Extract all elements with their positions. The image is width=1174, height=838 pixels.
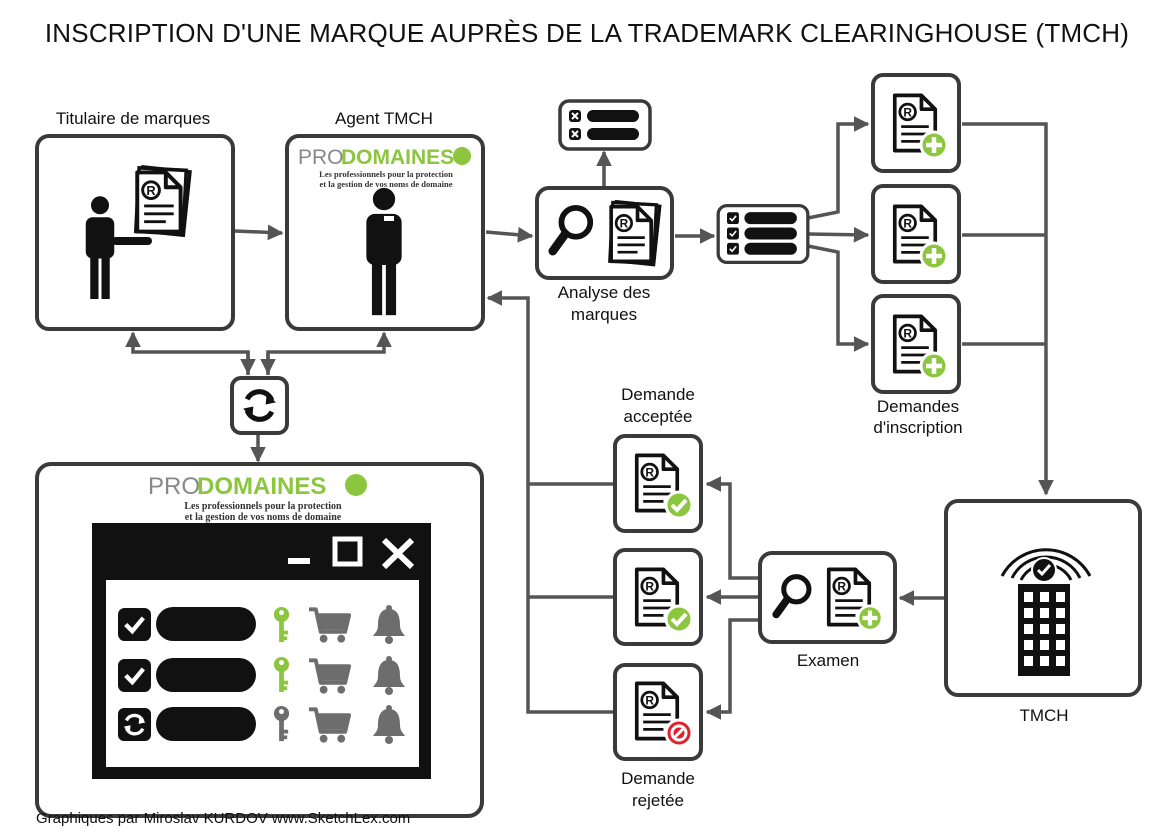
svg-text:Analyse des: Analyse des [558, 283, 651, 302]
plus-badge-icon [921, 353, 947, 379]
tmch-agent-node: Agent TMCH PRO DOMAINES Les professionne… [285, 109, 485, 331]
svg-text:marques: marques [571, 305, 637, 324]
checkbox-icon[interactable] [118, 608, 151, 641]
plus-badge-icon [921, 132, 947, 158]
svg-text:TMCH: TMCH [1019, 706, 1068, 725]
building-icon [1000, 548, 1092, 676]
document-icon [610, 202, 660, 265]
svg-text:PRO: PRO [298, 146, 344, 169]
checkbox-icon[interactable] [118, 659, 151, 692]
rejected-request-card [613, 663, 703, 761]
holder-label: Titulaire de marques [56, 109, 210, 128]
svg-text:Demande: Demande [621, 385, 695, 404]
svg-text:Demandes: Demandes [877, 397, 959, 416]
svg-text:d'inscription: d'inscription [873, 418, 962, 437]
plus-badge-icon [858, 606, 882, 630]
maximize-icon[interactable] [332, 536, 363, 567]
tmch-node: TMCH [944, 499, 1142, 725]
request-card [871, 184, 961, 284]
agent-label: Agent TMCH [335, 109, 433, 128]
svg-text:et la gestion de vos noms de d: et la gestion de vos noms de domaine [185, 512, 342, 523]
prodomaines-portal: PRO DOMAINES Les professionnels pour la … [35, 462, 484, 818]
svg-text:Les professionnels pour la pro: Les professionnels pour la protection [184, 501, 342, 512]
diagram-title: INSCRIPTION D'UNE MARQUE AUPRÈS DE LA TR… [45, 18, 1129, 48]
accepted-request-card [613, 548, 703, 646]
minimize-icon[interactable] [288, 558, 310, 564]
request-card [871, 73, 961, 173]
list-item [118, 656, 405, 695]
list-item [118, 705, 405, 744]
trademark-analysis-node: Analyse des marques [535, 186, 674, 324]
svg-text:Les professionnels pour la pro: Les professionnels pour la protection [319, 169, 453, 179]
svg-text:acceptée: acceptée [624, 407, 693, 426]
credit-text: Graphiques par Miroslav KURDOV www.Sketc… [36, 810, 410, 827]
accepted-request-card [613, 434, 703, 533]
connectors [125, 116, 1054, 720]
checklist-icon [718, 206, 808, 263]
svg-text:Examen: Examen [797, 651, 859, 670]
forbidden-badge-icon [664, 718, 694, 748]
document-icon [136, 167, 190, 235]
svg-text:DOMAINES: DOMAINES [197, 473, 326, 500]
close-icon[interactable] [381, 537, 415, 570]
list-item [118, 605, 405, 644]
examination-node: Examen [758, 551, 897, 670]
check-badge-icon [664, 490, 694, 520]
check-badge-icon [664, 604, 694, 634]
svg-text:rejetée: rejetée [632, 791, 684, 810]
decisions: Demande acceptée Demande rejetée [613, 385, 703, 810]
svg-text:DOMAINES: DOMAINES [341, 146, 454, 169]
request-card [871, 294, 961, 394]
prodomaines-logo: PRO DOMAINES Les professionnels pour la … [148, 473, 367, 523]
svg-text:PRO: PRO [148, 473, 200, 500]
plus-badge-icon [921, 243, 947, 269]
registration-requests: Demandes d'inscription [871, 73, 963, 437]
rejected-checks-icon [558, 99, 652, 151]
svg-text:et la gestion de vos noms de d: et la gestion de vos noms de domaine [320, 179, 453, 189]
sync-node [230, 376, 289, 435]
svg-text:Demande: Demande [621, 769, 695, 788]
prodomaines-logo-small: PRO DOMAINES Les professionnels pour la … [298, 146, 471, 189]
trademark-holder-node: Titulaire de marques [35, 109, 235, 331]
